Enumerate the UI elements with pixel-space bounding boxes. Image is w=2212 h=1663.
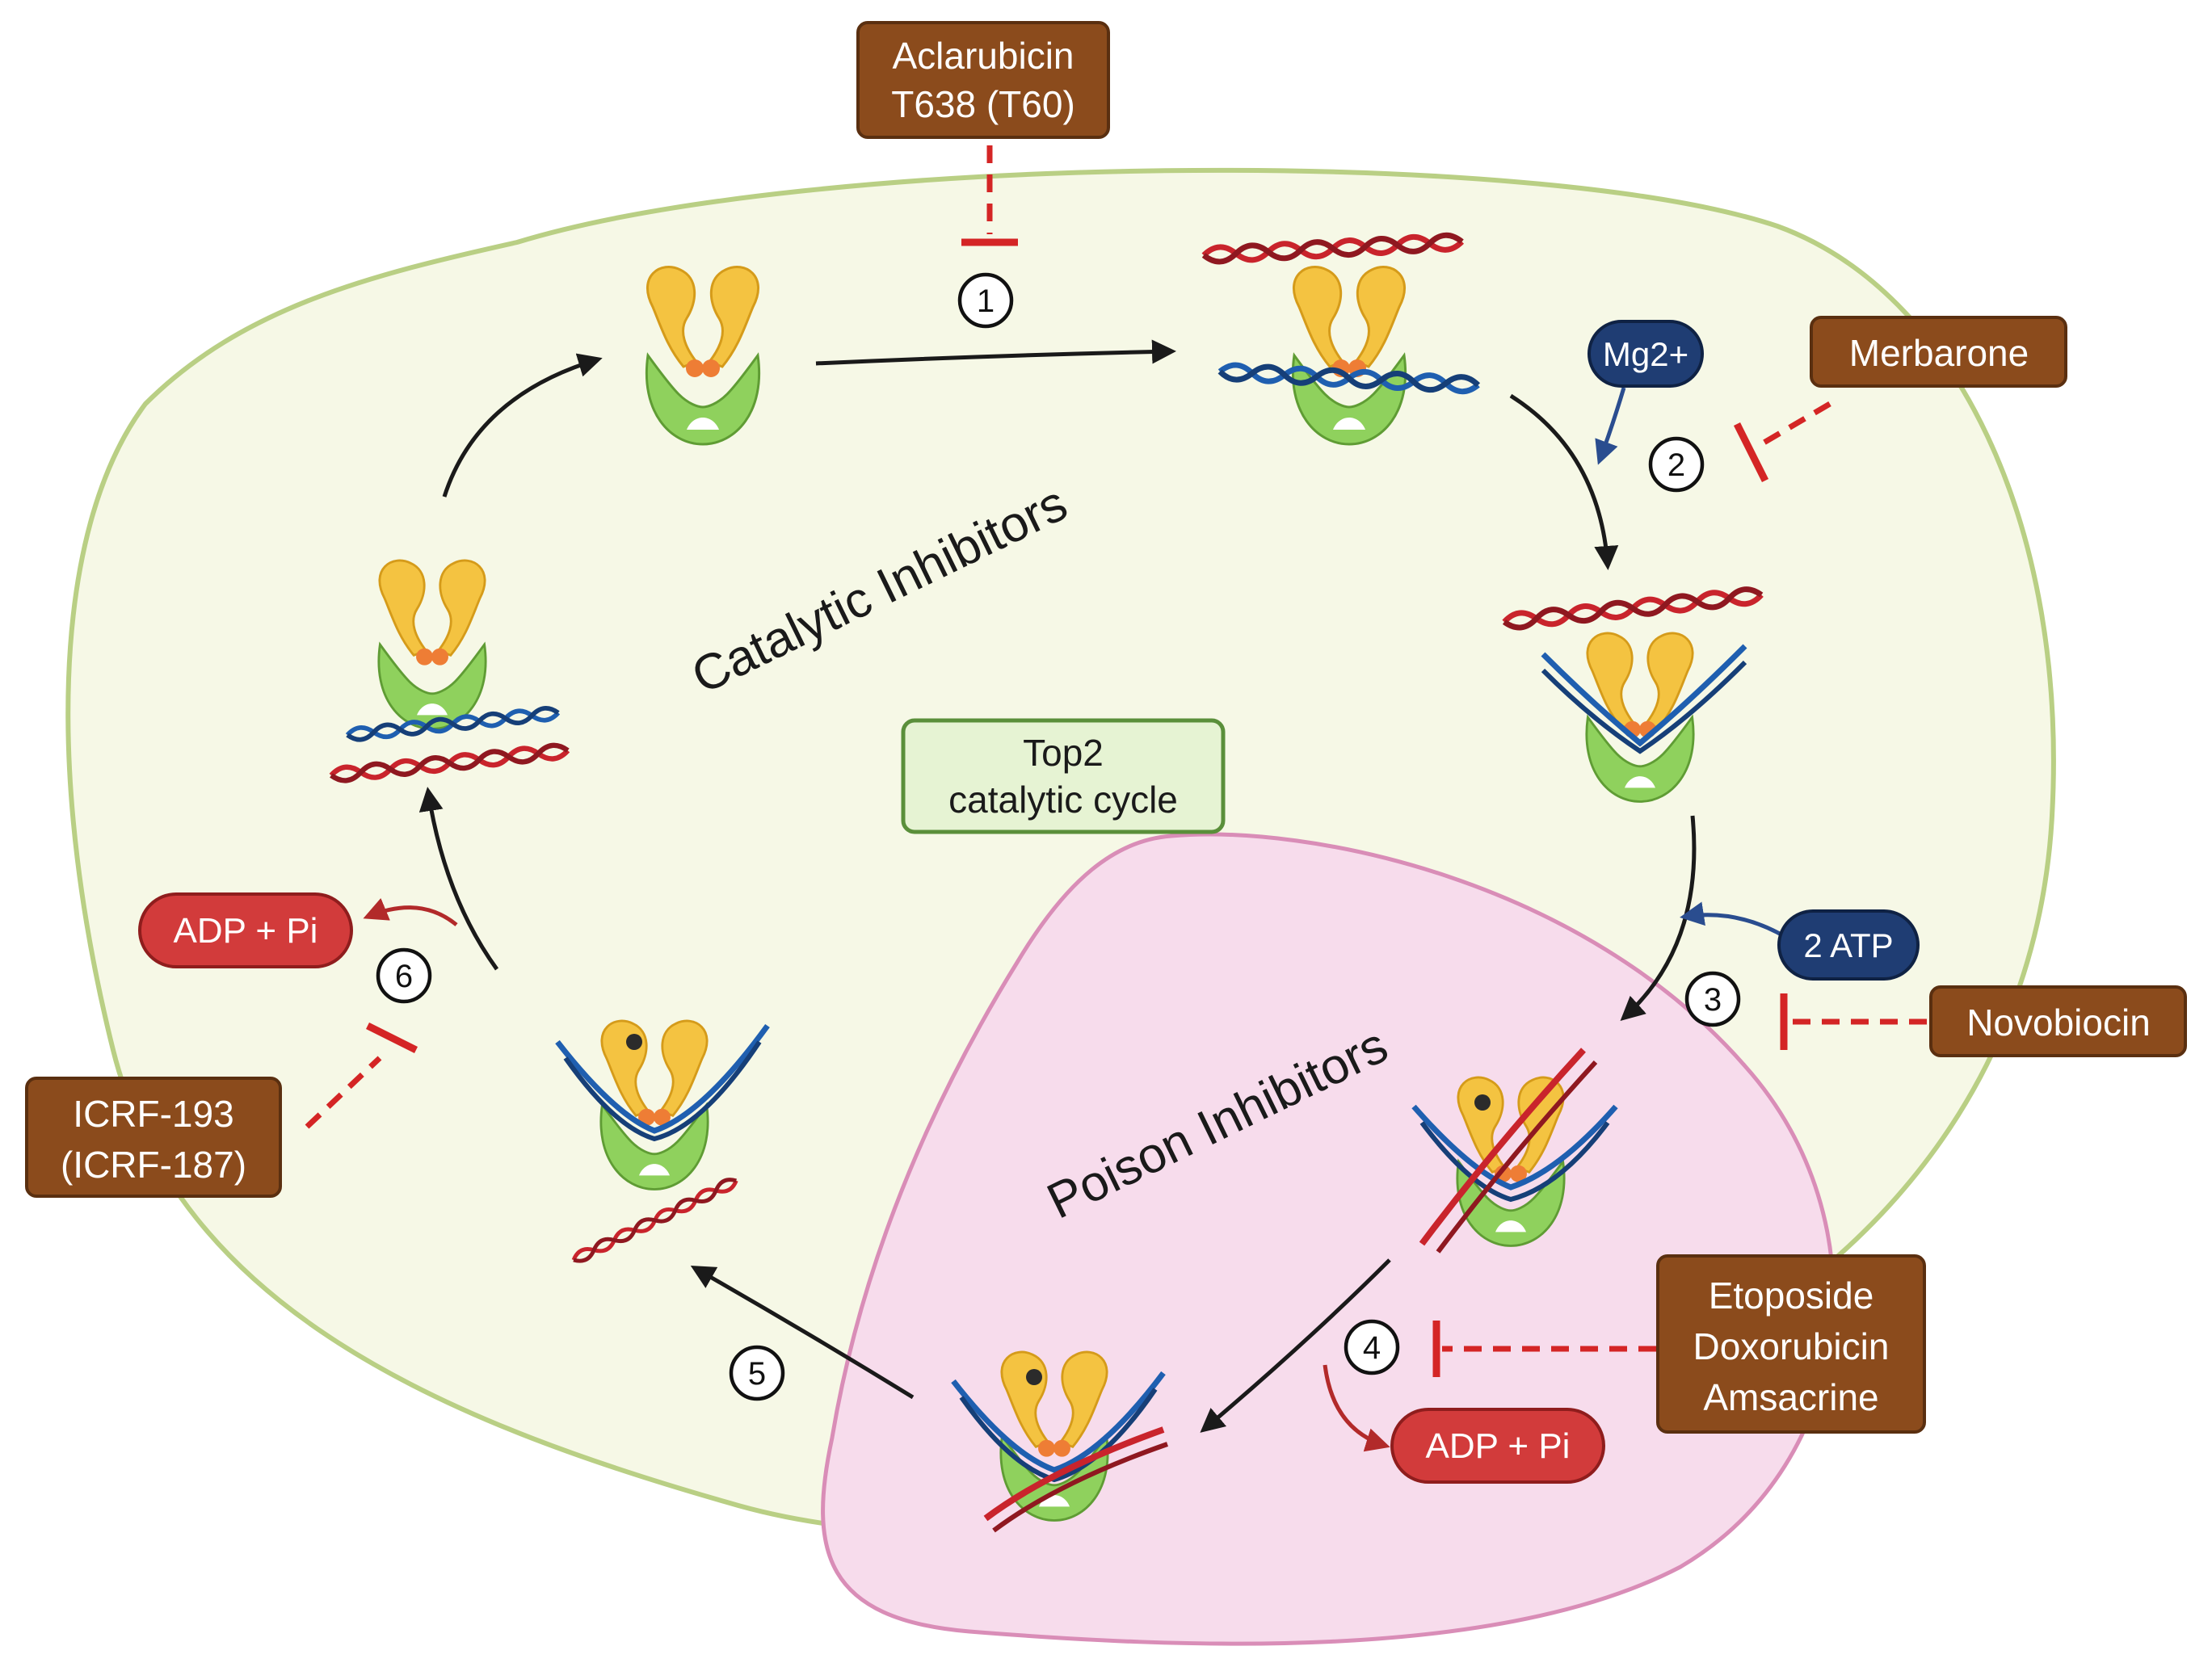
aclarubicin-line1: Aclarubicin (893, 35, 1074, 77)
inhibition-merbarone (1733, 401, 1831, 483)
aclarubicin-line2: T638 (T60) (891, 83, 1075, 125)
inhibition-novobiocin (1780, 993, 1927, 1050)
arrow-step-5 (690, 1266, 915, 1400)
mg-pill: Mg2+ (1588, 320, 1704, 388)
inhibition-icrf (305, 1022, 418, 1129)
center-label-box: Top2 catalytic cycle (901, 718, 1226, 834)
mg-label: Mg2+ (1603, 335, 1688, 373)
state-tsegment-release (555, 1019, 770, 1265)
step-3-label: 3 (1704, 982, 1722, 1018)
icrf-line1: ICRF-193 (73, 1093, 233, 1135)
adp-bottom-label: ADP + Pi (1426, 1426, 1571, 1466)
merbarone-box: Merbarone (1810, 316, 2067, 388)
state-cleavage-complex (951, 1350, 1168, 1533)
state-strand-passage (1411, 1048, 1618, 1254)
step-1-marker: 1 (957, 272, 1014, 329)
adp-bottom-pill: ADP + Pi (1390, 1408, 1605, 1484)
adp-left-release-arrow (363, 897, 458, 926)
atp-input-arrow (1680, 901, 1787, 939)
arrow-step-reset (442, 353, 603, 498)
state-tsegment-capture (1503, 588, 1762, 803)
poison-drug-line2: Doxorubicin (1693, 1325, 1890, 1367)
novobiocin-box: Novobiocin (1929, 985, 2187, 1057)
step-6-label: 6 (395, 959, 413, 994)
center-label-line2: catalytic cycle (948, 779, 1178, 821)
inhibition-aclarubicin (961, 145, 1018, 246)
step-2-label: 2 (1667, 447, 1685, 483)
arrow-step-2 (1509, 393, 1619, 570)
aclarubicin-box: Aclarubicin T638 (T60) (856, 21, 1110, 139)
poison-drug-line3: Amsacrine (1703, 1376, 1878, 1418)
step-4-marker: 4 (1344, 1319, 1400, 1375)
arrow-step-6 (418, 787, 499, 971)
step-1-label: 1 (977, 283, 995, 319)
step-5-label: 5 (748, 1356, 766, 1392)
merbarone-label: Merbarone (1849, 332, 2029, 374)
icrf-box: ICRF-193 (ICRF-187) (25, 1077, 282, 1198)
poison-drug-line1: Etoposide (1709, 1275, 1874, 1317)
step-2-marker: 2 (1648, 436, 1705, 493)
adp-left-label: ADP + Pi (174, 911, 318, 951)
arrow-step-1 (815, 339, 1176, 366)
novobiocin-label: Novobiocin (1966, 1002, 2151, 1044)
adp-left-pill: ADP + Pi (138, 892, 353, 968)
atp-label: 2 ATP (1803, 926, 1893, 964)
icrf-line2: (ICRF-187) (61, 1144, 246, 1186)
atp-pill: 2 ATP (1777, 909, 1920, 981)
center-label-line1: Top2 (1023, 732, 1104, 774)
adp-bottom-release-arrow (1323, 1364, 1390, 1452)
step-4-label: 4 (1363, 1330, 1381, 1366)
arrow-step-4 (1200, 1258, 1391, 1433)
arrow-step-3 (1620, 815, 1697, 1022)
step-5-marker: 5 (729, 1345, 785, 1401)
mg-input-arrow (1595, 387, 1626, 465)
inhibition-poison (1432, 1321, 1656, 1377)
poison-drugs-box: Etoposide Doxorubicin Amsacrine (1656, 1254, 1926, 1434)
step-6-marker: 6 (376, 947, 432, 1004)
step-3-marker: 3 (1684, 971, 1741, 1027)
